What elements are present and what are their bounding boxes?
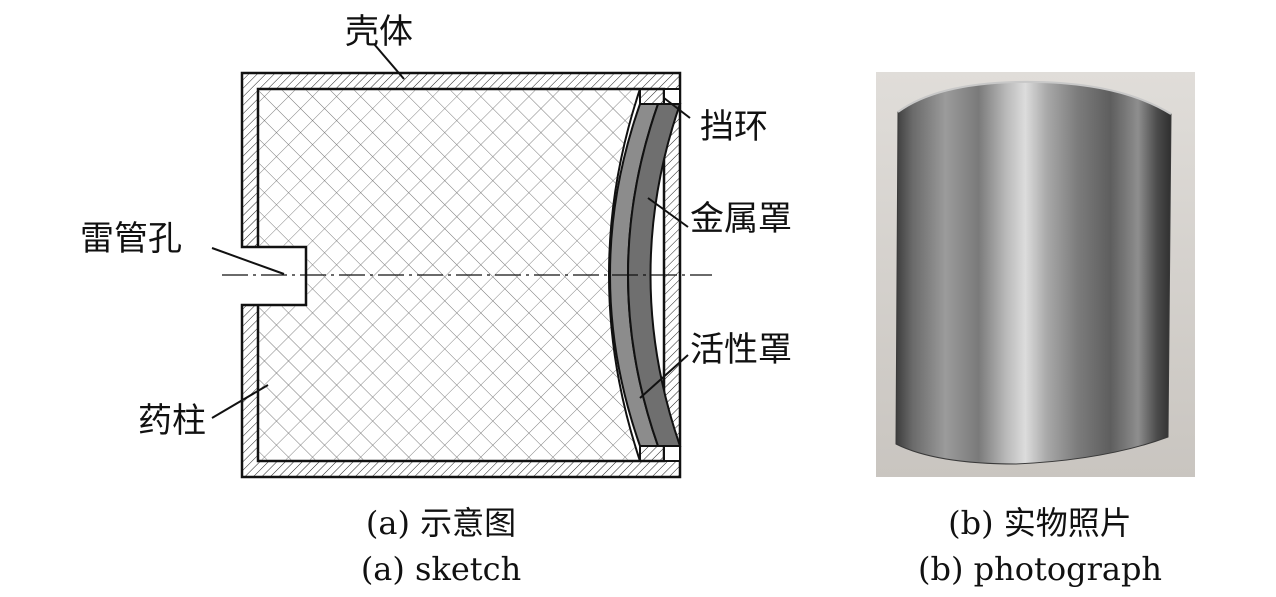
leader-shell bbox=[373, 43, 405, 80]
retaining-ring-top bbox=[639, 88, 665, 105]
leader-charge bbox=[211, 384, 269, 419]
label-detonator-hole: 雷管孔 bbox=[80, 219, 182, 259]
caption-photo-en: (b) photograph bbox=[917, 550, 1163, 588]
ring-cap-top bbox=[663, 88, 681, 105]
leader-active bbox=[639, 354, 689, 399]
caption-sketch-cn: (a) 示意图 bbox=[365, 504, 517, 542]
caption-sketch-en: (a) sketch bbox=[360, 550, 522, 588]
cylinder-photo-image bbox=[876, 72, 1195, 477]
leader-metal bbox=[647, 197, 689, 228]
label-charge: 药柱 bbox=[138, 401, 206, 441]
label-retaining-ring: 挡环 bbox=[700, 107, 768, 147]
metal-liner bbox=[627, 103, 682, 447]
label-metal-liner: 金属罩 bbox=[690, 199, 792, 239]
caption-photo-cn: (b) 实物照片 bbox=[948, 504, 1132, 542]
retaining-ring-bottom bbox=[639, 445, 665, 462]
label-shell: 壳体 bbox=[345, 12, 413, 52]
photograph bbox=[876, 72, 1195, 477]
leader-ring bbox=[663, 97, 691, 119]
ring-cap-bottom bbox=[663, 445, 681, 462]
leader-hole bbox=[211, 247, 285, 275]
label-active-liner: 活性罩 bbox=[690, 330, 792, 370]
